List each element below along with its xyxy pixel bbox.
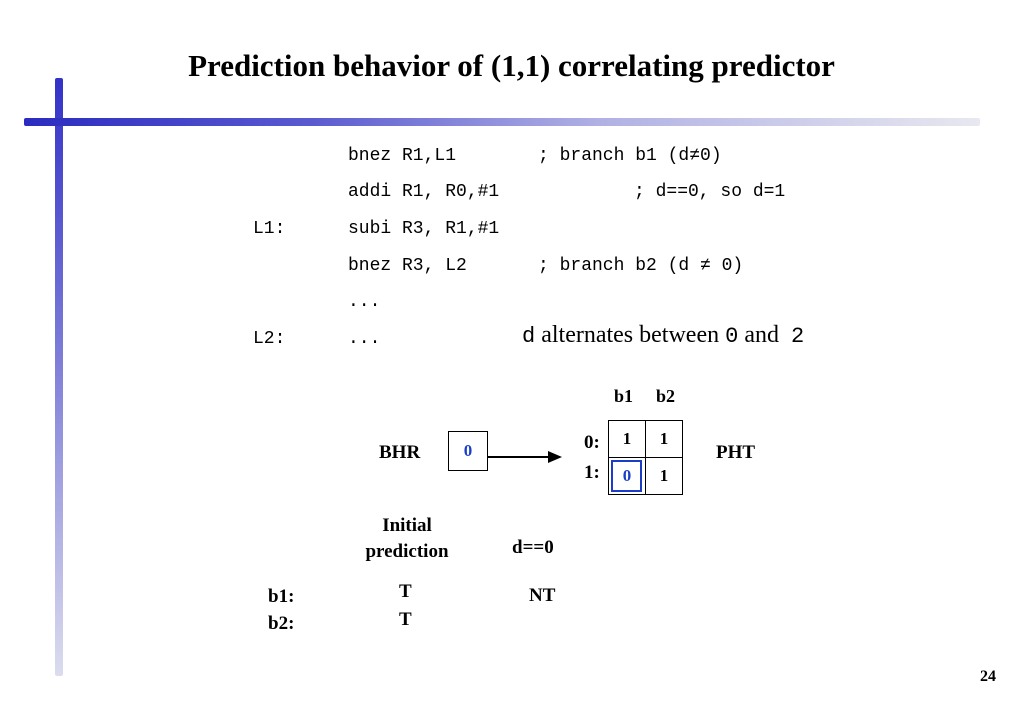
row-label-b1: b1: [268,586,295,607]
decorative-vertical-bar [55,78,63,676]
code-line-1-instr: bnez R1,L1 [348,146,457,166]
page-number: 24 [980,668,996,685]
pht-cell-1-b2: 1 [645,457,683,495]
header-d-equals-0: d==0 [512,537,554,558]
pht-cell-0-b1-value: 1 [622,429,632,448]
pht-col-header-b1: b1 [614,386,634,406]
pht-cell-0-b2: 1 [645,420,683,457]
note-val1: 0 [725,324,739,349]
bhr-label: BHR [379,442,421,463]
code-line-2-instr: addi R1, R0,#1 [348,182,500,202]
bhr-to-pht-arrow [488,456,550,458]
pht-cell-0-b2-value: 1 [659,429,669,448]
code-line-4-comment: ; branch b2 (d ≠ 0) [538,256,744,276]
bhr-register: 0 [448,431,488,471]
note-val2: 2 [790,324,805,349]
row-label-b2: b2: [268,613,295,634]
pht-cell-0-b1: 1 [608,420,645,457]
slide-title: Prediction behavior of (1,1) correlating… [188,48,835,83]
pht-col-header-b2: b2 [656,386,676,406]
code-line-4-instr: bnez R3, L2 [348,256,467,276]
b1-initial-prediction: T [399,581,412,602]
pht-label: PHT [716,442,756,463]
b1-d0-prediction: NT [529,585,556,606]
code-line-3-instr: subi R3, R1,#1 [348,219,500,239]
pht-cell-1-b1-value: 0 [622,466,632,485]
code-line-6-instr: ... [348,329,381,349]
decorative-horizontal-bar [24,118,980,126]
note-var: d [522,324,536,349]
note-text1: alternates between [535,322,726,348]
alternation-note: d alternates between 0 and 2 [522,322,804,349]
header-initial-prediction: Initial prediction [365,515,449,562]
note-text2: and [738,322,791,348]
arrow-head-icon [548,451,562,463]
code-label-l1: L1: [253,219,286,239]
pht-cell-1-b1: 0 [608,457,645,495]
pht-row-label-1: 1: [584,462,600,483]
code-line-5-instr: ... [348,292,381,312]
pht-cell-1-b2-value: 1 [659,466,669,485]
bhr-value: 0 [463,441,473,460]
code-label-l2: L2: [253,329,286,349]
b2-initial-prediction: T [399,609,412,630]
pht-row-label-0: 0: [584,432,600,453]
code-line-1-comment: ; branch b1 (d≠0) [538,146,722,166]
code-line-2-comment: ; d==0, so d=1 [634,182,786,202]
